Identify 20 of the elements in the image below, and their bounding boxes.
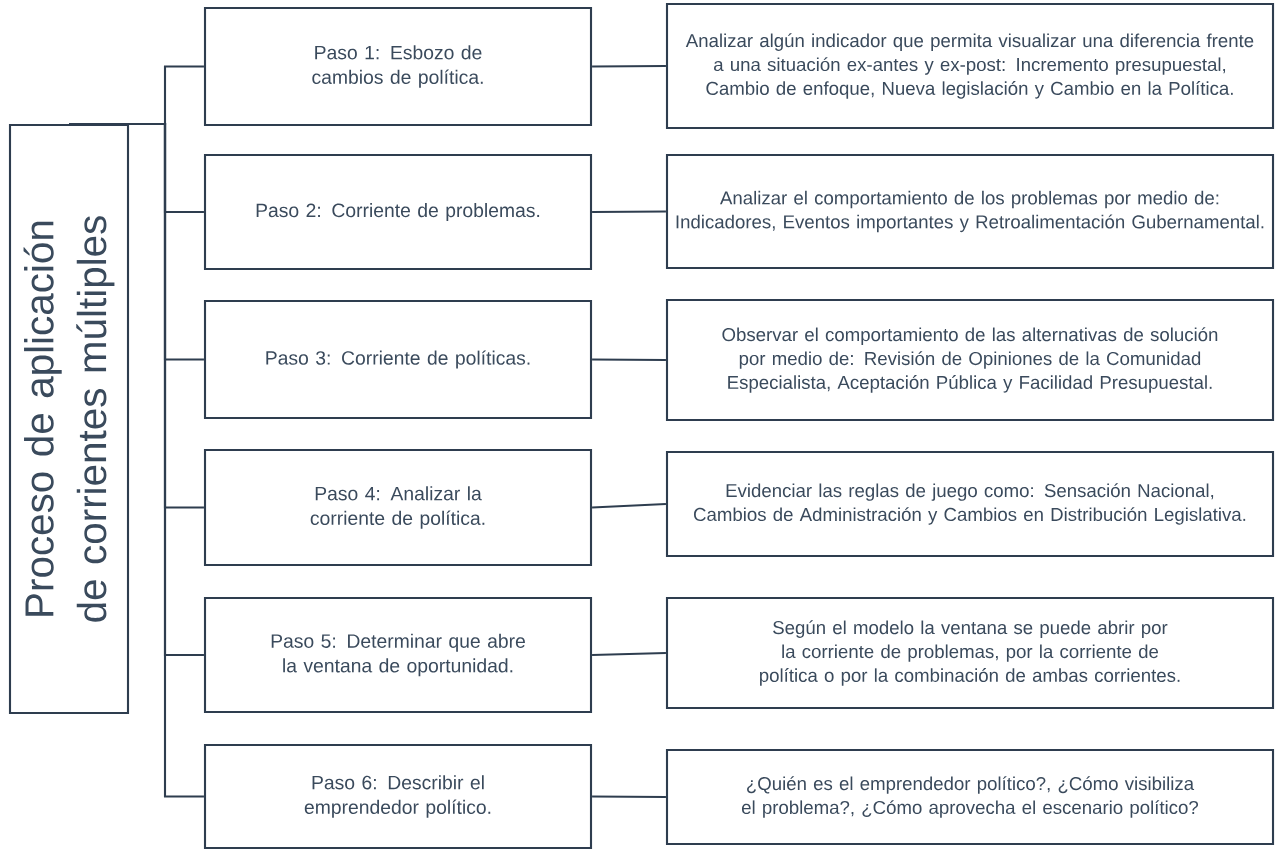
step-box: Paso 3: Corriente de políticas. [203, 299, 593, 420]
step-box: Paso 6: Describir el emprendedor político. [203, 743, 593, 850]
description-box: ¿Quién es el emprendedor político?, ¿Cómo visibiliza el problema?, ¿Cómo aprovecha el escenario político? [665, 748, 1275, 846]
connector-line [592, 210, 666, 214]
step-box: Paso 2: Corriente de problemas. [203, 153, 593, 271]
connector-line [592, 502, 666, 509]
description-box: Observar el comportamiento de las alternativas de solución por medio de: Revisión de Opiniones de la Comunidad Especialista, Aceptación Pública y Facilidad Presupuestal. [665, 298, 1275, 422]
connector-line [592, 651, 666, 657]
step-box: Paso 4: Analizar la corriente de política. [203, 448, 593, 567]
connector-line [592, 64, 666, 68]
connector-line [592, 795, 666, 799]
connector-line [69, 122, 204, 798]
description-box: Evidenciar las reglas de juego como: Sensación Nacional, Cambios de Administración y Cambios en Distribución Legislativa. [665, 450, 1275, 558]
step-box: Paso 5: Determinar que abre la ventana de oportunidad. [203, 596, 593, 714]
step-box: Paso 1: Esbozo de cambios de política. [203, 6, 593, 127]
description-box: Analizar el comportamiento de los problemas por medio de: Indicadores, Eventos importantes y Retroalimentación Gubernamental. [665, 153, 1275, 270]
description-box: Según el modelo la ventana se puede abrir por la corriente de problemas, por la corriente de política o por la combinación de ambas corrientes. [665, 596, 1275, 710]
title-box: Proceso de aplicación de corrientes múltiples [8, 123, 130, 715]
description-box: Analizar algún indicador que permita visualizar una diferencia frente a una situación ex-antes y ex-post: Incremento presupuestal, Cambio de enfoque, Nueva legislación y Cambio en la Política. [665, 2, 1275, 130]
connector-line [592, 358, 666, 362]
